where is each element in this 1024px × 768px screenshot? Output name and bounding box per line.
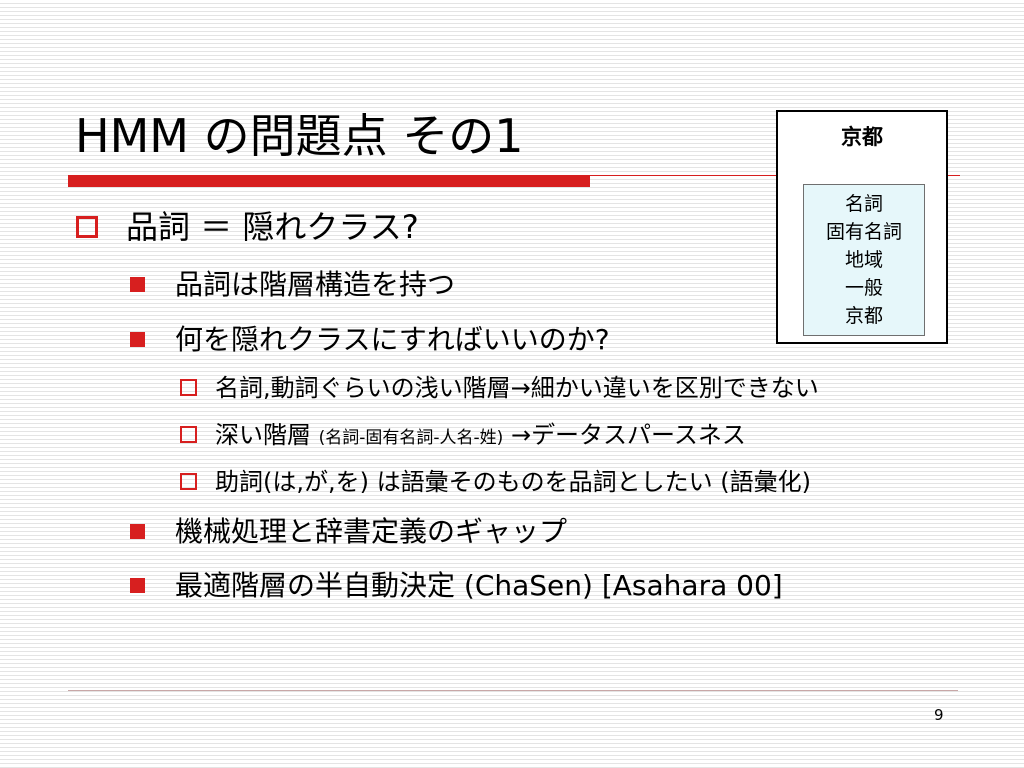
bullet-item-shallow: 名詞,動詞ぐらいの浅い階層→細かい違いを区別できない — [180, 373, 819, 403]
bullet-text-main: 深い階層 — [215, 421, 311, 449]
filled-square-bullet-icon — [130, 577, 145, 593]
kyoto-pos-box: 京都 名詞 固有名詞 地域 一般 京都 — [776, 110, 948, 344]
bullet-text: 助詞(は,が,を) は語彙そのものを品詞としたい (語彙化) — [215, 468, 811, 496]
pos-hierarchy-list: 名詞 固有名詞 地域 一般 京都 — [803, 184, 925, 336]
bullet-text: 品詞は階層構造を持つ — [175, 268, 456, 301]
bullet-item-chasen: 最適階層の半自動決定 (ChaSen) [Asahara 00] — [130, 568, 783, 604]
filled-square-bullet-icon — [130, 523, 145, 539]
hollow-square-bullet-icon — [76, 216, 98, 238]
bullet-item-hierarchy: 品詞は階層構造を持つ — [130, 267, 455, 303]
title-underline-rule — [590, 175, 960, 176]
bullet-text: 機械処理と辞書定義のギャップ — [175, 515, 568, 548]
bullet-text: 何を隠れクラスにすればいいのか? — [175, 323, 610, 356]
bullet-item-deep: 深い階層 (名詞-固有名詞-人名-姓) →データスパースネス — [180, 420, 746, 453]
hollow-square-bullet-icon — [180, 472, 197, 490]
pos-level: 京都 — [844, 305, 883, 327]
footer-rule — [68, 690, 958, 691]
bullet-text-tail: →データスパースネス — [510, 421, 746, 449]
bullet-text: 名詞,動詞ぐらいの浅い階層→細かい違いを区別できない — [215, 374, 819, 402]
bullet-item-hidden-class: 品詞 ＝ 隠れクラス? — [76, 207, 419, 247]
filled-square-bullet-icon — [130, 331, 145, 347]
bullet-text: 品詞 ＝ 隠れクラス? — [126, 208, 419, 246]
title-underline-bar — [68, 175, 590, 187]
filled-square-bullet-icon — [130, 276, 145, 292]
bullet-item-gap: 機械処理と辞書定義のギャップ — [130, 514, 567, 550]
kyoto-box-header: 京都 — [841, 125, 883, 149]
slide-title: HMM の問題点 その1 — [75, 109, 524, 163]
bullet-text: 最適階層の半自動決定 (ChaSen) [Asahara 00] — [175, 569, 783, 602]
page-number: 9 — [934, 706, 944, 724]
pos-level: 一般 — [844, 277, 883, 299]
hollow-square-bullet-icon — [180, 378, 197, 396]
bullet-item-particles: 助詞(は,が,を) は語彙そのものを品詞としたい (語彙化) — [180, 467, 811, 497]
pos-level: 名詞 — [844, 193, 883, 215]
pos-level: 地域 — [844, 249, 883, 271]
bullet-item-what-hidden: 何を隠れクラスにすればいいのか? — [130, 322, 610, 358]
bullet-text-note: (名詞-固有名詞-人名-姓) — [318, 428, 504, 448]
hollow-square-bullet-icon — [180, 425, 197, 443]
pos-level: 固有名詞 — [825, 221, 902, 243]
